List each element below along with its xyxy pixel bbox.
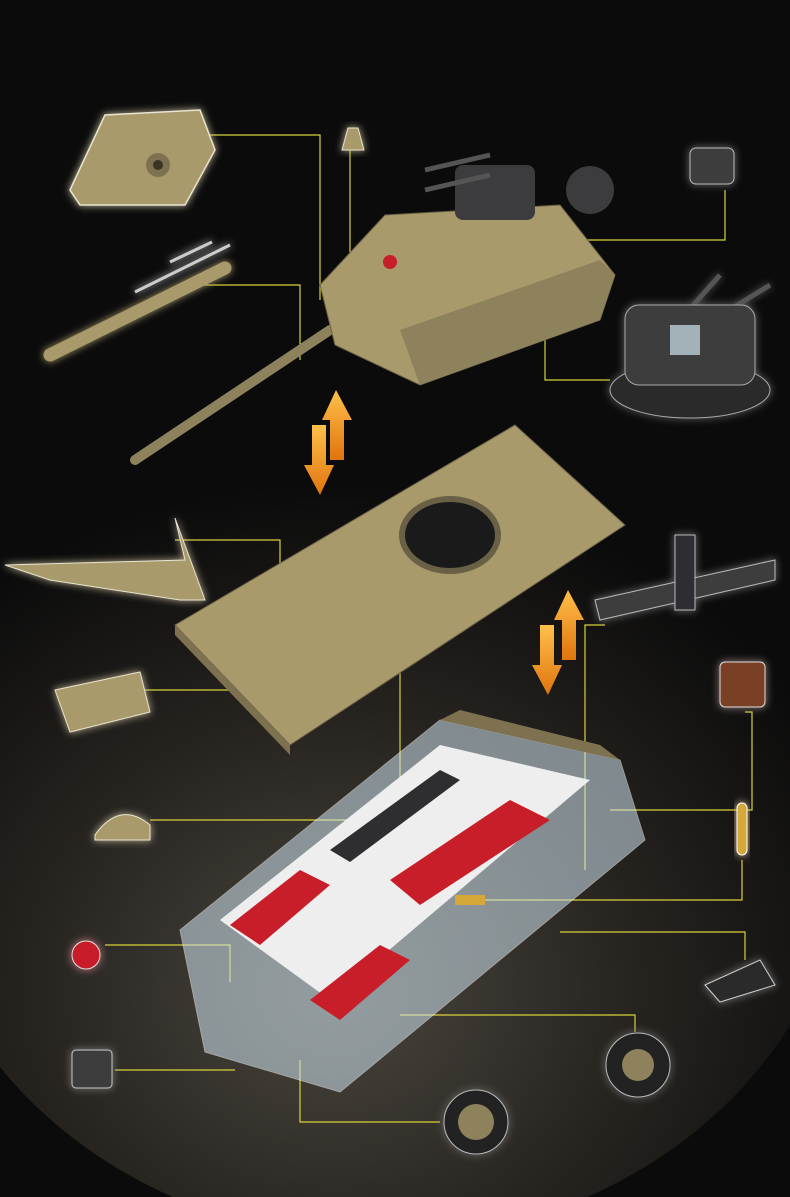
- hull-top-plate: [174, 424, 626, 755]
- side-v-plate: [4, 517, 206, 601]
- small-mount: [689, 147, 735, 185]
- double-arrow-up-down-icon: [532, 590, 584, 695]
- turret-aa-guns: [424, 152, 614, 220]
- tow-hook-mechanism: [71, 1049, 113, 1089]
- chassis-interior: [179, 710, 646, 1093]
- turret-ring-hole: [399, 496, 501, 574]
- red-headlight: [71, 940, 101, 970]
- track-segment: [704, 959, 776, 1003]
- turret-front-plate: [69, 109, 216, 206]
- main-gun-barrel: [130, 325, 335, 465]
- leader-line: [195, 134, 321, 300]
- cross-bracket: [594, 534, 776, 621]
- leader-line: [400, 1014, 636, 1032]
- brown-block: [719, 661, 766, 708]
- leader-line: [190, 284, 301, 360]
- hatch-cone: [341, 127, 365, 151]
- red-periscope: [383, 255, 397, 269]
- gun-barrel-pieces: [43, 240, 232, 362]
- turret: [130, 152, 616, 465]
- leader-line: [565, 190, 726, 241]
- wedge-plate: [54, 671, 151, 733]
- leader-line: [610, 711, 753, 811]
- road-wheel-right: [605, 1032, 671, 1098]
- road-wheel-bottom: [443, 1089, 509, 1155]
- double-arrow-up-down-icon: [304, 390, 352, 495]
- anti-aircraft-gun: [609, 273, 772, 419]
- dome-cap: [94, 814, 151, 841]
- shell-round: [736, 802, 748, 856]
- leader-line: [560, 931, 746, 960]
